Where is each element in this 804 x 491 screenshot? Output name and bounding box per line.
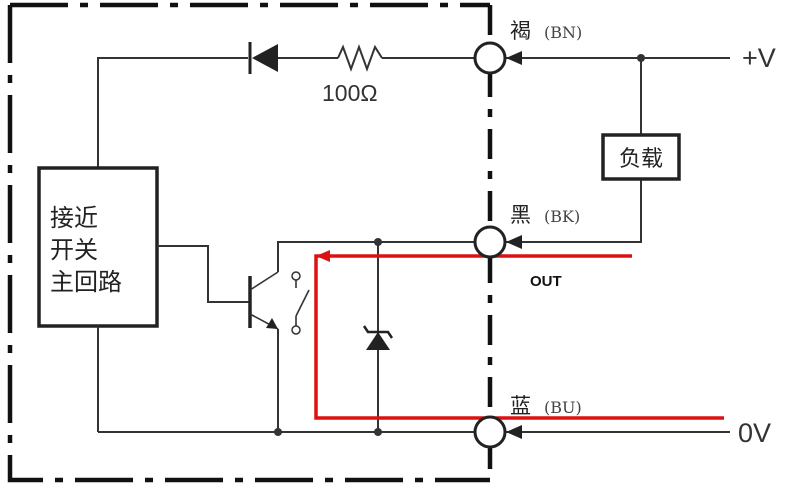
terminal-bu-code: (BU): [544, 398, 582, 417]
main-circuit-line-1: 接近: [50, 204, 98, 232]
main-circuit-line-2: 开关: [50, 236, 98, 264]
terminal-bn-code: (BN): [544, 23, 582, 42]
terminal-bk: [473, 225, 507, 259]
main-circuit-line-3: 主回路: [50, 268, 122, 296]
zener-diode-symbol: [362, 242, 394, 432]
positive-rail-label: +V: [742, 43, 776, 73]
external-wiring: [506, 51, 730, 439]
junction-dots: [274, 54, 645, 436]
terminal-bk-name: 黑: [510, 203, 531, 227]
internal-wiring: [97, 241, 474, 433]
sensor-enclosure: [7, 2, 493, 483]
out-label: OUT: [530, 273, 562, 290]
diode-symbol: [248, 42, 278, 74]
out-path-arrowhead: [316, 250, 330, 262]
load-box: 负载: [601, 133, 681, 181]
terminal-bn-name: 褐: [510, 19, 531, 43]
resistor-symbol: [337, 44, 383, 72]
terminal-bn: [473, 41, 507, 75]
main-circuit-box: 接近 开关 主回路: [37, 166, 159, 328]
terminal-bk-code: (BK): [544, 207, 580, 226]
switch-symbol: [291, 271, 310, 335]
terminal-bu-name: 蓝: [510, 394, 531, 418]
npn-transistor-symbol: [248, 271, 279, 330]
top-wiring: [97, 57, 474, 168]
resistor-value: 100Ω: [322, 80, 378, 106]
zero-volt-rail-label: 0V: [738, 418, 771, 448]
out-current-path: [314, 254, 724, 420]
load-label: 负载: [619, 147, 663, 172]
terminal-bu: [473, 415, 507, 449]
